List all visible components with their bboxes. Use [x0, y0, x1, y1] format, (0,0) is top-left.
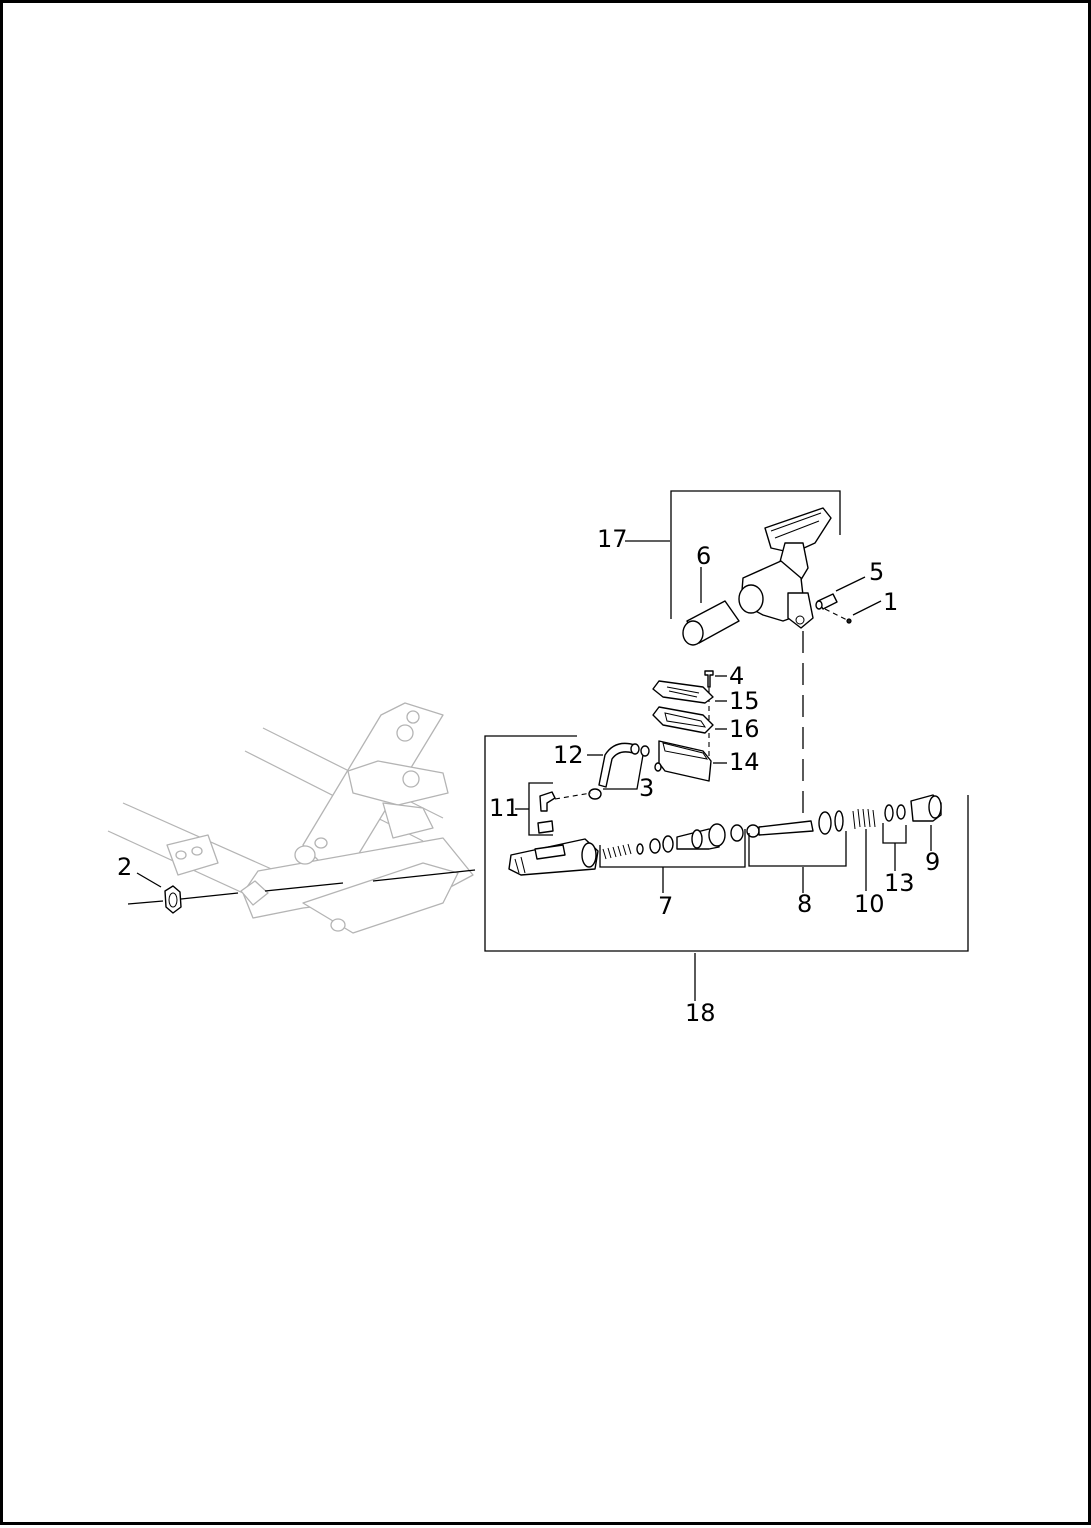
reservoir-part	[654, 740, 712, 782]
callout-4: 4	[729, 662, 744, 690]
reservoir-hose-part	[598, 742, 640, 788]
bracket-8	[748, 831, 847, 867]
brake-pedal-part	[738, 507, 832, 629]
axis-line-left	[127, 900, 164, 905]
callout-14: 14	[729, 748, 760, 776]
callout-18: 18	[685, 999, 716, 1027]
washer-kit-part	[884, 804, 906, 822]
callout-7: 7	[658, 892, 673, 920]
hose-clamp-part	[588, 745, 650, 800]
leader-2	[136, 872, 162, 888]
callout-5: 5	[869, 558, 884, 586]
frame-illustration	[107, 702, 474, 934]
clevis-pin-part	[815, 593, 838, 610]
callout-11: 11	[489, 794, 520, 822]
axis-line-right	[372, 869, 476, 882]
callout-2: 2	[117, 853, 132, 881]
pedal-bushing-part	[682, 600, 740, 646]
cover-screw-part	[704, 670, 714, 688]
leader-5	[835, 576, 866, 592]
boot-spring-part	[852, 808, 876, 830]
callout-9: 9	[925, 848, 940, 876]
reservoir-gasket-part	[652, 706, 714, 734]
axis-line-mid	[180, 892, 239, 900]
callout-3: 3	[639, 774, 654, 802]
bracket-17	[670, 490, 841, 619]
callout-6: 6	[696, 542, 711, 570]
callout-17: 17	[597, 525, 628, 553]
parts-diagram: 1 2 3 4 5 6 7 8 9 10 11 12 13 14 15 16 1…	[107, 490, 969, 1027]
hose-fitting-part	[537, 791, 556, 834]
cotter-pin-part	[824, 608, 852, 624]
piston-kit-part	[602, 823, 744, 860]
bracket-7	[599, 829, 746, 868]
callout-15: 15	[729, 687, 760, 715]
leader-3	[603, 754, 644, 790]
callout-8: 8	[797, 890, 812, 918]
callout-12: 12	[553, 741, 584, 769]
axis-line-frame	[264, 882, 344, 892]
callout-10: 10	[854, 890, 885, 918]
dust-boot-part	[910, 794, 942, 822]
callout-16: 16	[729, 715, 760, 743]
callout-13: 13	[884, 869, 915, 897]
master-cylinder-body-part	[508, 838, 599, 876]
pushrod-part	[746, 810, 844, 838]
bracket-18	[484, 735, 969, 952]
callout-1: 1	[883, 588, 898, 616]
bracket-13	[882, 823, 907, 844]
fitting-axis	[554, 792, 592, 800]
leader-1	[852, 600, 882, 616]
reservoir-cover-part	[652, 680, 714, 704]
hex-nut-part	[164, 885, 182, 914]
